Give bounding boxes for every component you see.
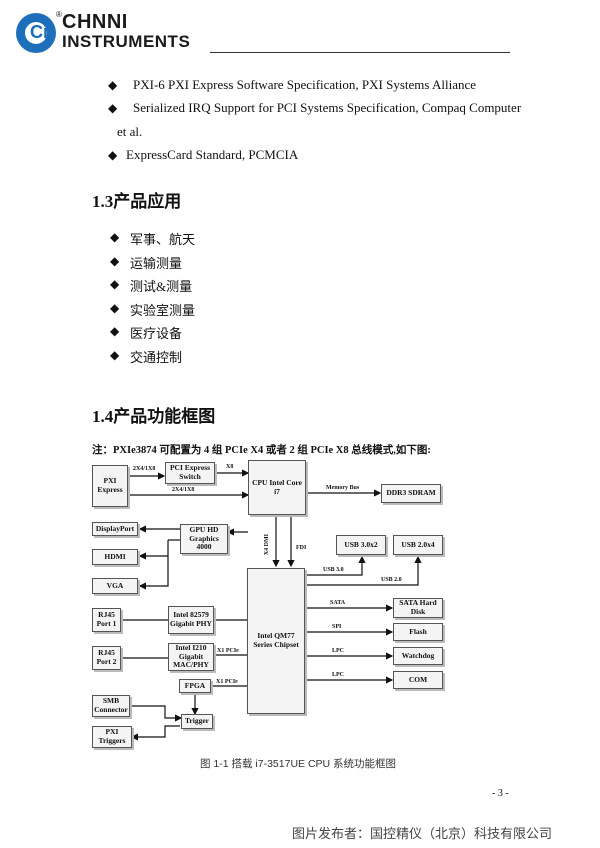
label-fdi: FDI [296,545,307,551]
reference-item-continued: et al. [117,124,143,139]
bullet-icon: ◆ [110,348,120,362]
bullet-icon: ◆ [110,324,120,338]
bullet-icon: ◆ [110,301,120,315]
section-title-applications: 1.3产品应用 [92,192,182,211]
label-usb2: USB 2.0 [381,577,402,583]
block-rj45-port2: RJ45 Port 2 [92,646,121,670]
application-item: 运输测量 [130,256,183,271]
block-displayport: DisplayPort [92,522,138,536]
block-com: COM [393,671,443,689]
reference-item: Serialized IRQ Support for PCI Systems S… [133,100,522,115]
block-smb-connector: SMB Connector [92,695,130,717]
label-x4-dmi: X4 DMI [264,534,270,556]
label-sata: SATA [330,600,346,606]
logo-text-line1: CHNNI [62,11,128,33]
bullet-icon: ◆ [110,277,120,291]
bullet-icon: ◆ [108,148,118,162]
block-pci-express-switch: PCI Express Switch [165,462,215,484]
block-pxi-express: PXI Express [92,465,128,507]
block-trigger: Trigger [181,714,213,729]
block-watchdog: Watchdog [393,647,443,665]
diagram-note: 注：PXIe3874 可配置为 4 组 PCIe X4 或者 2 组 PCIe … [92,445,431,456]
bullet-icon: ◆ [110,254,120,268]
company-logo: Ci [16,13,56,53]
figure-caption: 图 1-1 搭载 i7-3517UE CPU 系统功能框图 [200,758,397,770]
registered-mark: ® [56,10,62,19]
bullet-icon: ◆ [108,78,118,92]
block-usb2: USB 2.0x4 [393,535,443,555]
block-sata-hard-disk: SATA Hard Disk [393,598,443,618]
block-pxi-triggers: PXI Triggers [92,726,132,748]
section-title-block-diagram: 1.4产品功能框图 [92,407,216,426]
block-fpga: FPGA [179,679,211,693]
block-cpu: CPU Intel Core i7 [248,460,306,515]
application-item: 交通控制 [130,350,183,365]
block-vga: VGA [92,578,138,594]
header-rule [210,52,510,53]
block-usb3: USB 3.0x2 [336,535,386,555]
block-gpu: GPU HD Graphics 4000 [180,524,228,554]
label-memory-bus: Memory Bus [326,485,360,491]
label-spi: SPI [332,624,342,630]
footer-watermark: 图片发布者：国控精仪（北京）科技有限公司 [292,827,553,842]
label-usb3: USB 3.0 [323,567,344,573]
application-item: 测试&测量 [130,279,193,294]
label-x1-pcie: X1 PCIe [217,648,239,654]
block-phy-82579: Intel 82579 Gigabit PHY [168,606,214,634]
block-flash: Flash [393,623,443,641]
logo-text-line2: INSTRUMENTS [62,32,191,51]
block-chipset: Intel QM77 Series Chipset [247,568,305,714]
label-lpc: LPC [332,648,344,654]
block-mac-phy-i210: Intel I210 Gigabit MAC/PHY [168,643,214,671]
page-number: - 3 - [492,788,509,799]
block-hdmi: HDMI [92,549,138,565]
bullet-icon: ◆ [110,230,120,244]
bullet-icon: ◆ [108,101,118,115]
label-2x4-1x8: 2X4/1X8 [133,466,156,472]
label-2x4-1x8: 2X4/1X8 [172,487,195,493]
application-item: 实验室测量 [130,303,196,318]
application-item: 军事、航天 [130,232,196,247]
label-x8: X8 [226,464,234,470]
label-lpc: LPC [332,672,344,678]
application-item: 医疗设备 [130,326,183,341]
reference-item: PXI-6 PXI Express Software Specification… [133,77,477,92]
logo-mark: Ci [30,22,48,42]
label-x1-pcie: X1 PCIe [216,679,238,685]
block-rj45-port1: RJ45 Port 1 [92,608,121,632]
reference-item: ExpressCard Standard, PCMCIA [126,147,299,162]
block-ddr3-sdram: DDR3 SDRAM [381,484,441,503]
